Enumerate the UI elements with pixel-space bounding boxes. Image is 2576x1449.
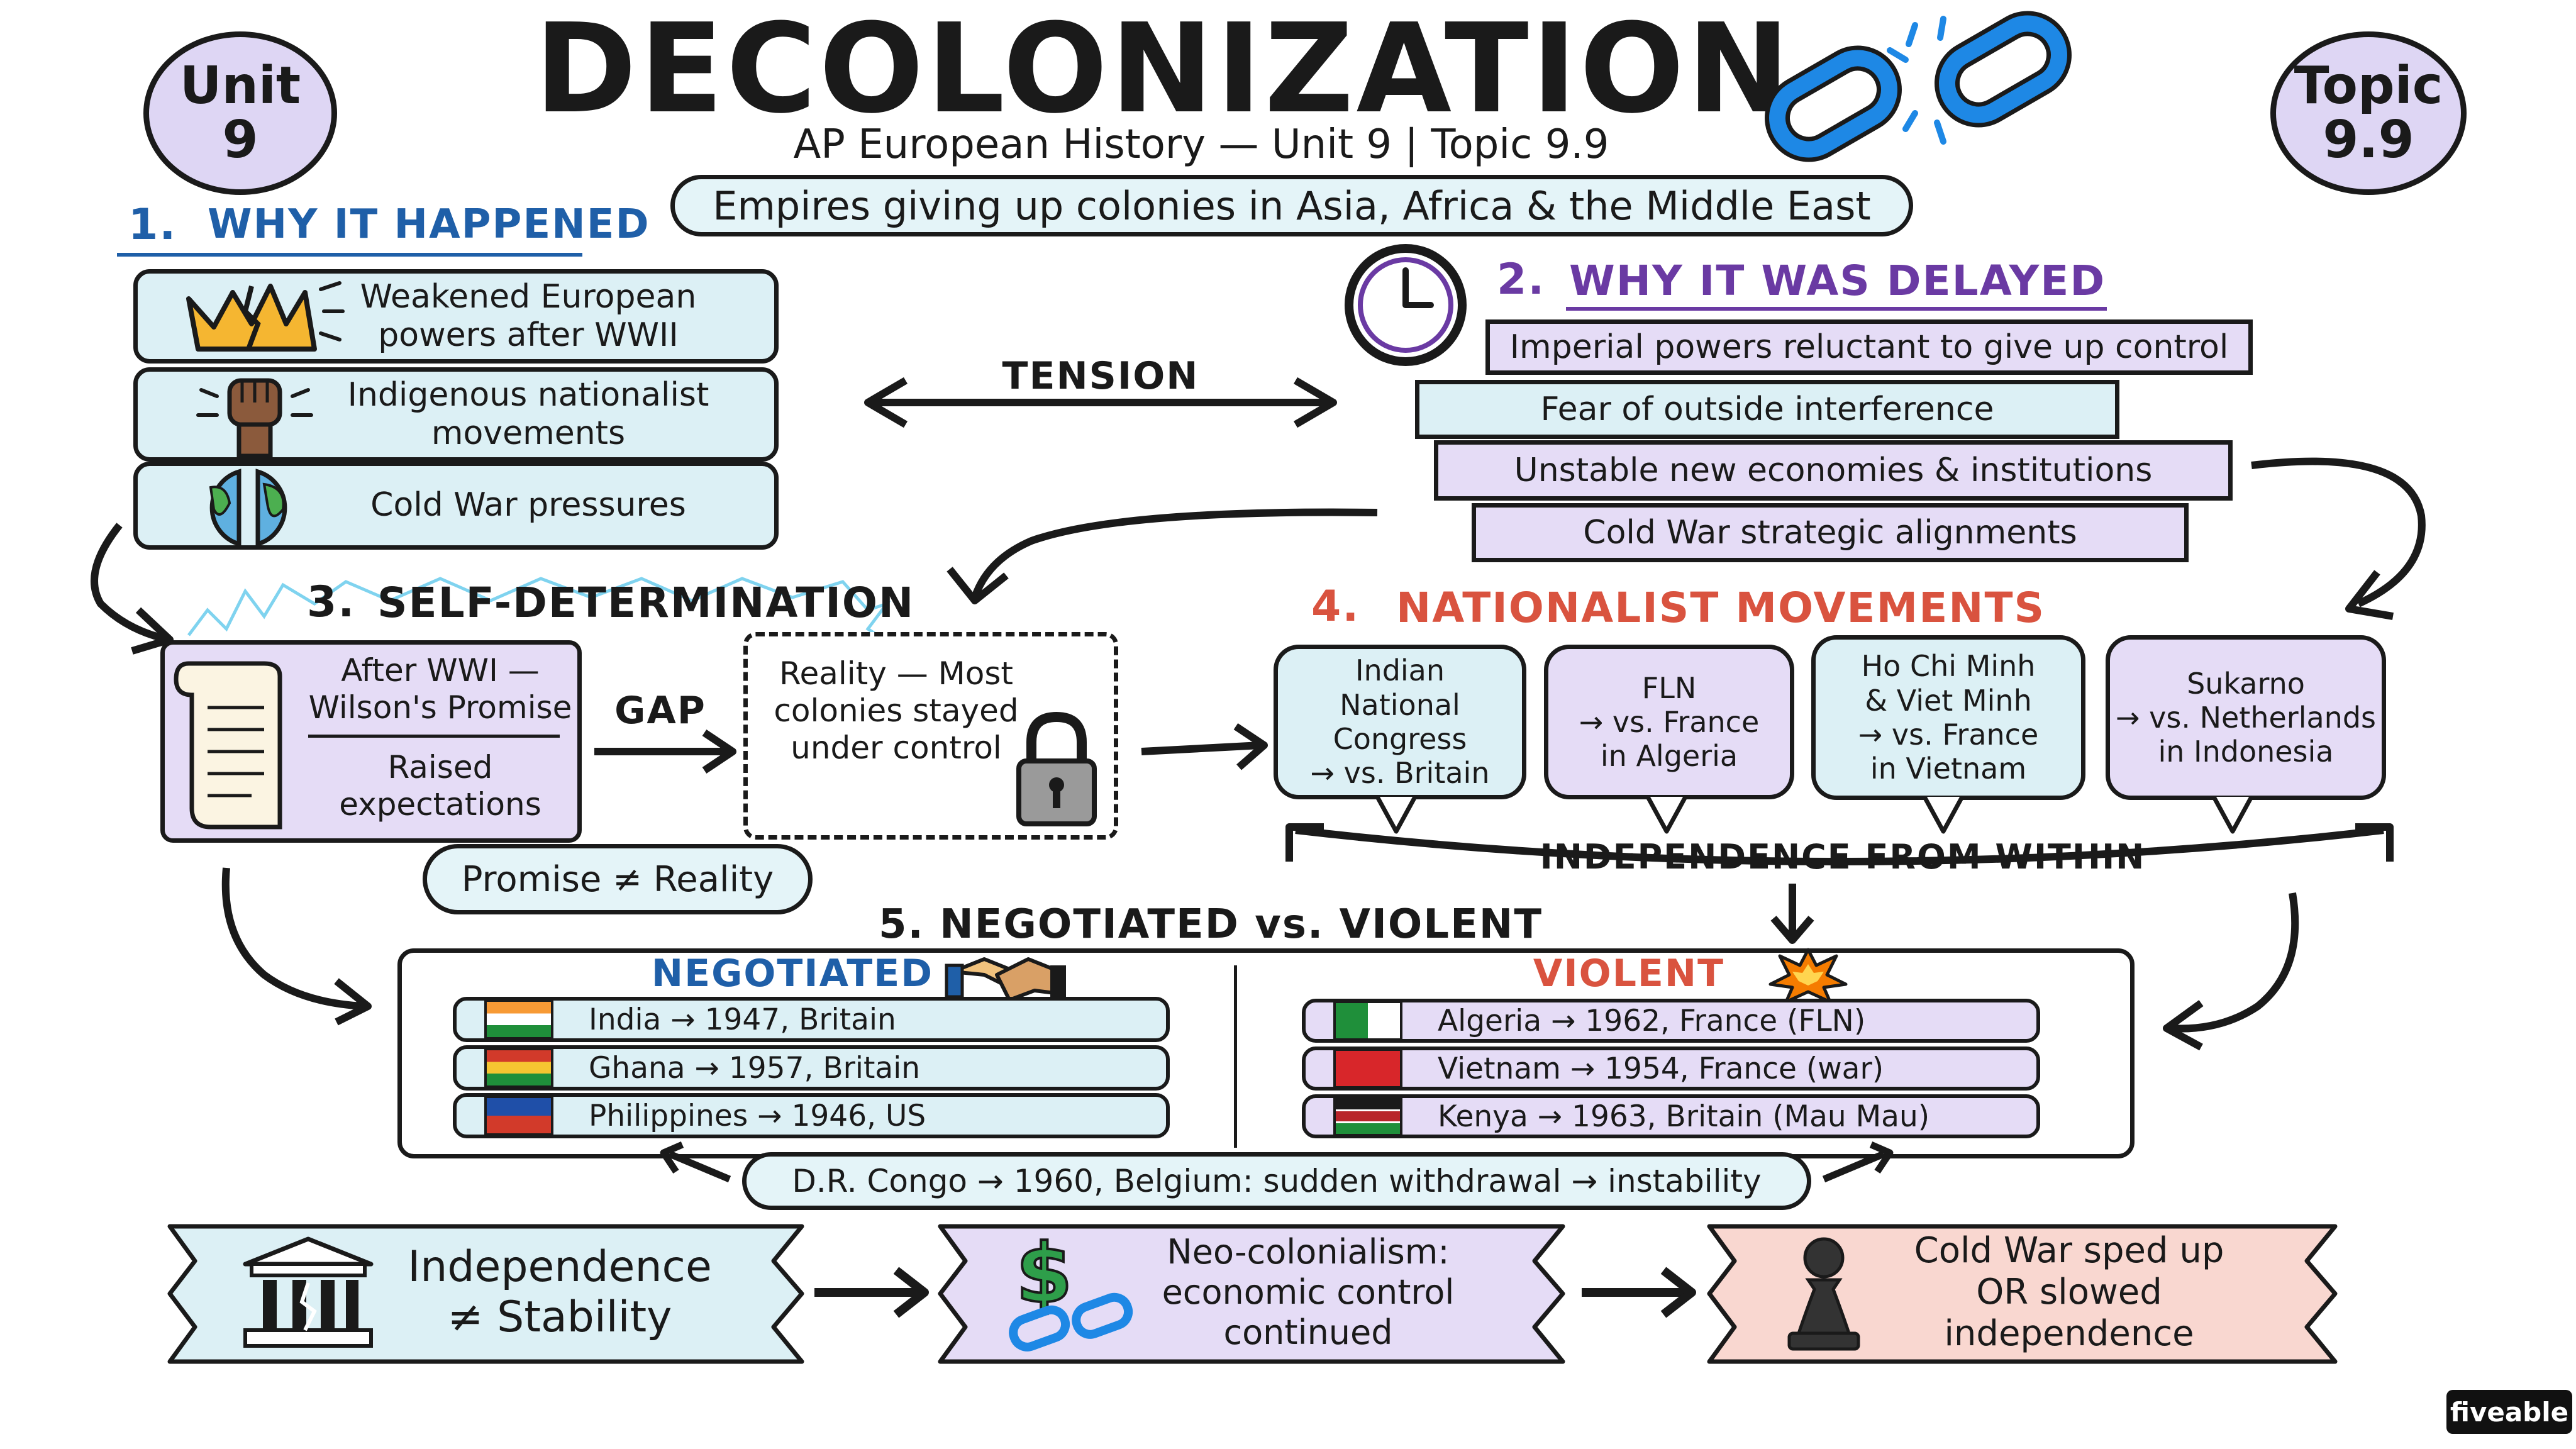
svg-text:$: $ <box>1016 1226 1072 1321</box>
curved-arrow-s3-to-s5 <box>221 867 372 1026</box>
independence-from-within-arrow <box>1285 823 2394 865</box>
raised-fist-icon <box>196 378 313 458</box>
tension-arrow <box>864 377 1337 428</box>
curved-arrow-s4-to-s5 <box>2163 892 2299 1051</box>
violent-row-algeria: Algeria → 1962, France (FLN) <box>1302 999 2040 1043</box>
outcome-independence-stability: Independence ≠ Stability <box>408 1241 712 1342</box>
negotiated-label: NEGOTIATED <box>651 952 934 996</box>
page-title: DECOLONIZATION <box>534 0 1793 141</box>
movement-indian-national-congress: Indian National Congress → vs. Britain <box>1274 645 1526 799</box>
broken-crown-icon <box>186 281 345 352</box>
outcome-cold-war: Cold War sped up OR slowed independence <box>1914 1230 2224 1355</box>
delay-reason-reluctant: Imperial powers reluctant to give up con… <box>1485 319 2253 375</box>
negotiated-row-text: India → 1947, Britain <box>589 1002 896 1037</box>
violent-row-vietnam: Vietnam → 1954, France (war) <box>1302 1046 2040 1091</box>
negotiated-row-text: Ghana → 1957, Britain <box>589 1050 921 1085</box>
ghana-flag-icon <box>484 1048 553 1088</box>
wilson-promise-text: After WWI — Wilson's Promise <box>308 652 572 726</box>
section2-number: 2. <box>1497 255 1546 304</box>
violent-label: VIOLENT <box>1533 952 1725 996</box>
brand-logo: fiveable <box>2446 1390 2572 1434</box>
outcome-neo-colonialism: Neo-colonialism: economic control contin… <box>1162 1232 1455 1352</box>
kenya-flag-icon <box>1333 1096 1402 1136</box>
violent-row-text: Algeria → 1962, France (FLN) <box>1438 1003 1866 1038</box>
reality-to-movements-arrow <box>1141 723 1268 770</box>
section2-underline <box>1566 307 2107 311</box>
page-subtitle: AP European History — Unit 9 | Topic 9.9 <box>793 121 1609 168</box>
burst-banner <box>187 577 891 643</box>
dollar-chain-icon: $ <box>1009 1224 1133 1352</box>
gap-label: GAP <box>614 689 706 733</box>
india-flag-icon <box>484 999 553 1040</box>
curved-arrow-s1-to-s3 <box>91 523 174 655</box>
tension-label: TENSION <box>1002 354 1199 398</box>
violent-row-text: Kenya → 1963, Britain (Mau Mau) <box>1438 1099 1930 1134</box>
movement-fln: FLN → vs. France in Algeria <box>1544 645 1794 799</box>
philippines-flag-icon <box>484 1096 553 1136</box>
promise-vs-reality-pill: Promise ≠ Reality <box>423 844 813 914</box>
unit-badge: Unit 9 <box>143 31 337 195</box>
outcome-arrow-1 <box>814 1267 929 1318</box>
promise-divider <box>308 735 560 738</box>
gap-arrow <box>594 730 736 774</box>
section1-number: 1. <box>128 200 177 250</box>
movement-viet-minh: Ho Chi Minh & Viet Minh → vs. France in … <box>1811 635 2085 800</box>
section2-title: WHY IT WAS DELAYED <box>1569 257 2106 305</box>
section1-underline <box>117 253 582 257</box>
tagline-pill: Empires giving up colonies in Asia, Afri… <box>670 175 1913 236</box>
section4-number: 4. <box>1311 582 1360 631</box>
raised-expectations-text: Raised expectations <box>339 749 541 823</box>
congo-pill: D.R. Congo → 1960, Belgium: sudden withd… <box>742 1152 1811 1210</box>
padlock-icon <box>1016 711 1097 826</box>
explosion-icon <box>1768 948 1848 1004</box>
congo-left-arrow <box>660 1141 731 1183</box>
bubble-tails <box>1375 796 2254 834</box>
outcome-arrow-2 <box>1582 1267 1696 1318</box>
broken-columns-icon <box>243 1236 374 1348</box>
delay-reason-unstable: Unstable new economies & institutions <box>1434 440 2233 501</box>
outcome-ribbon-3-shape <box>1707 1224 2338 1364</box>
split-globe-icon <box>209 469 287 547</box>
chess-pawn-icon <box>1787 1237 1860 1351</box>
down-arrow <box>1770 884 1814 944</box>
violent-row-text: Vietnam → 1954, France (war) <box>1438 1051 1884 1086</box>
vietnam-flag-icon <box>1333 1048 1402 1089</box>
clock-icon <box>1345 244 1467 366</box>
broken-chain-icon <box>1765 11 2072 162</box>
algeria-flag-icon <box>1333 1001 1402 1041</box>
negotiated-row-india: India → 1947, Britain <box>453 997 1170 1042</box>
violent-row-kenya: Kenya → 1963, Britain (Mau Mau) <box>1302 1094 2040 1138</box>
delay-reason-cold-war: Cold War strategic alignments <box>1472 503 2189 562</box>
congo-right-arrow <box>1822 1141 1894 1183</box>
curved-arrow-s2-to-s4 <box>2251 457 2426 620</box>
negotiated-row-ghana: Ghana → 1957, Britain <box>453 1045 1170 1091</box>
topic-badge: Topic 9.9 <box>2270 31 2467 195</box>
section3-title: SELF-DETERMINATION <box>377 579 915 627</box>
section3-number: 3. <box>307 577 356 627</box>
negotiated-row-philippines: Philippines → 1946, US <box>453 1093 1170 1138</box>
section5-divider <box>1234 965 1237 1148</box>
section4-title: NATIONALIST MOVEMENTS <box>1396 584 2046 632</box>
section1-title: WHY IT HAPPENED <box>208 201 650 248</box>
scroll-icon <box>174 661 282 830</box>
section5-title: 5. NEGOTIATED vs. VIOLENT <box>878 901 1543 948</box>
negotiated-row-text: Philippines → 1946, US <box>589 1098 926 1133</box>
reality-text: Reality — Most colonies stayed under con… <box>774 655 1019 766</box>
outcome-ribbon-2-shape <box>938 1224 1565 1364</box>
movement-sukarno: Sukarno → vs. Netherlands in Indonesia <box>2106 635 2386 800</box>
curved-arrow-s2-to-s3 <box>947 508 1378 604</box>
independence-from-within-label: INDEPENDENCE FROM WITHIN <box>1540 836 2146 877</box>
delay-reason-interference: Fear of outside interference <box>1415 380 2119 439</box>
